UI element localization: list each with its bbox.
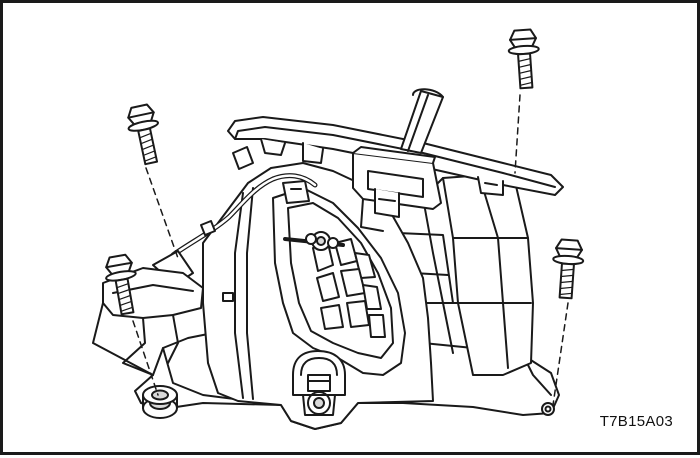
shifter-assembly-illustration: [92, 28, 585, 430]
shift-lever: [400, 88, 444, 154]
side-panel: [202, 162, 434, 430]
bolt-upper-left: [127, 103, 159, 166]
figure-code-label: T7B15A03: [599, 413, 673, 430]
base-mounting-hole: [541, 402, 555, 416]
bolt-right: [552, 238, 585, 300]
bolt-lower-left: [105, 253, 137, 316]
electrical-connector: [352, 146, 442, 232]
center-nut: [292, 350, 346, 416]
leader-lines: [132, 94, 569, 406]
bolt-upper-right: [507, 28, 540, 90]
